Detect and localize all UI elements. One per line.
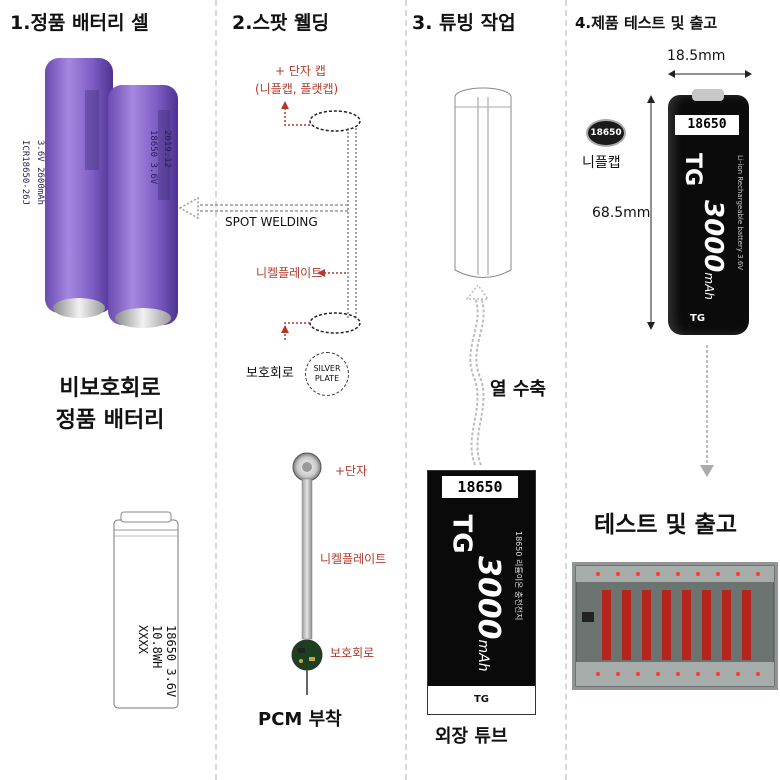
sketch-line-1: 18650 3.6V: [164, 625, 178, 698]
battery-unit: mAh: [702, 272, 716, 300]
battery-sketch: [113, 511, 179, 709]
heat-shrink-label: 열 수축: [490, 379, 546, 400]
nipple-model: 18650: [590, 128, 622, 138]
column-divider: [215, 0, 217, 780]
battery-capacity: 3000: [698, 200, 728, 273]
tg-logo-icon: TG: [473, 694, 490, 705]
pcm-caption: PCM 부착: [258, 709, 342, 730]
battery-desc: Li-ion Rechargeable battery 3.6V: [736, 155, 744, 271]
tube-model-box: 18650: [442, 476, 518, 498]
cell-caption-line1: 비보호회로: [59, 376, 161, 401]
spot-welding-label: SPOT WELDING: [225, 215, 318, 229]
tube-sketch: [454, 87, 512, 278]
tg-logo-icon: TG: [690, 313, 706, 324]
column-heading-test: 4.제품 테스트 및 출고: [575, 14, 718, 32]
heat-shrink-arrow: [465, 285, 490, 466]
battery-brand: TG: [680, 152, 706, 187]
column-divider: [565, 0, 567, 780]
sketch-text: 18650 3.6V 10.8WH XXXX: [136, 625, 178, 697]
cell-a-text-1: ICR18650-26J: [20, 140, 30, 206]
cell-a-print: ICR18650-26J: [20, 140, 30, 205]
pcm-label-2: 보호회로: [330, 646, 375, 660]
pcm-label: 보호회로: [246, 366, 294, 381]
nickel-plate-label-2: 니켈플레이트: [320, 552, 387, 566]
tube-capacity: 3000: [471, 556, 506, 640]
purple-cells-image: [45, 58, 178, 328]
outer-tube-caption: 외장 튜브: [435, 726, 508, 747]
column-heading-tubing: 3. 튜빙 작업: [412, 12, 516, 34]
tube-bottom-strip: TG: [428, 686, 535, 714]
width-arrow: [668, 70, 752, 78]
welding-diagram: [178, 101, 361, 340]
cap-label-2: (니플캡, 플랫캡): [255, 82, 339, 96]
cell-caption-line2: 정품 배터리: [55, 408, 165, 433]
finished-battery: 18650 TG 3000mAh Li-ion Rechargeable bat…: [668, 89, 749, 335]
sketch-line-3: XXXX: [136, 625, 150, 654]
down-arrow: [700, 345, 714, 477]
pcm-strip-image: [291, 452, 323, 695]
width-label: 18.5mm: [667, 48, 726, 64]
cell-b-text-1: 18650 3.6V: [148, 130, 158, 185]
test-rack-image: [572, 562, 778, 690]
outer-tube-wrap: 18650 TG 3000mAh 18650 리튬이온 충전전지 TG: [427, 470, 536, 715]
cap-label-1: + 단자 캡: [275, 64, 326, 78]
silver-plate-badge: SILVER PLATE: [305, 352, 349, 396]
silver-plate-line2: PLATE: [314, 374, 340, 383]
sketch-line-2: 10.8WH: [150, 625, 164, 669]
column-heading-welding: 2.스팟 웰딩: [232, 12, 329, 34]
terminal-label: +단자: [335, 464, 368, 478]
cell-a-text-2: 3.6V 2600mAh: [35, 140, 45, 206]
cell-b-print: 18650 3.6V: [148, 130, 158, 184]
column-heading-cell: 1.정품 배터리 셀: [10, 12, 149, 34]
tube-brand: TG: [446, 514, 477, 554]
cell-a-print-2: 3.6V 2600mAh: [35, 140, 45, 205]
height-label: 68.5mm: [592, 205, 651, 221]
battery-capacity-block: 3000mAh: [698, 200, 728, 300]
tube-desc: 18650 리튬이온 충전전지: [514, 531, 523, 621]
battery-model: 18650: [687, 117, 727, 132]
nipple-cap-image: 18650: [586, 119, 626, 147]
test-release-title: 테스트 및 출고: [594, 512, 737, 538]
battery-top-cap: [692, 89, 724, 101]
tube-unit: mAh: [475, 639, 491, 672]
nickel-plate-label: 니켈플레이트: [256, 266, 323, 280]
height-arrow: [647, 95, 655, 330]
battery-model-box: 18650: [675, 115, 739, 135]
tube-capacity-block: 3000mAh: [471, 556, 506, 672]
nipple-cap-label: 니플캡: [582, 155, 621, 171]
tube-model: 18650: [457, 478, 503, 496]
column-divider: [405, 0, 407, 780]
silver-plate-line1: SILVER: [313, 364, 341, 373]
